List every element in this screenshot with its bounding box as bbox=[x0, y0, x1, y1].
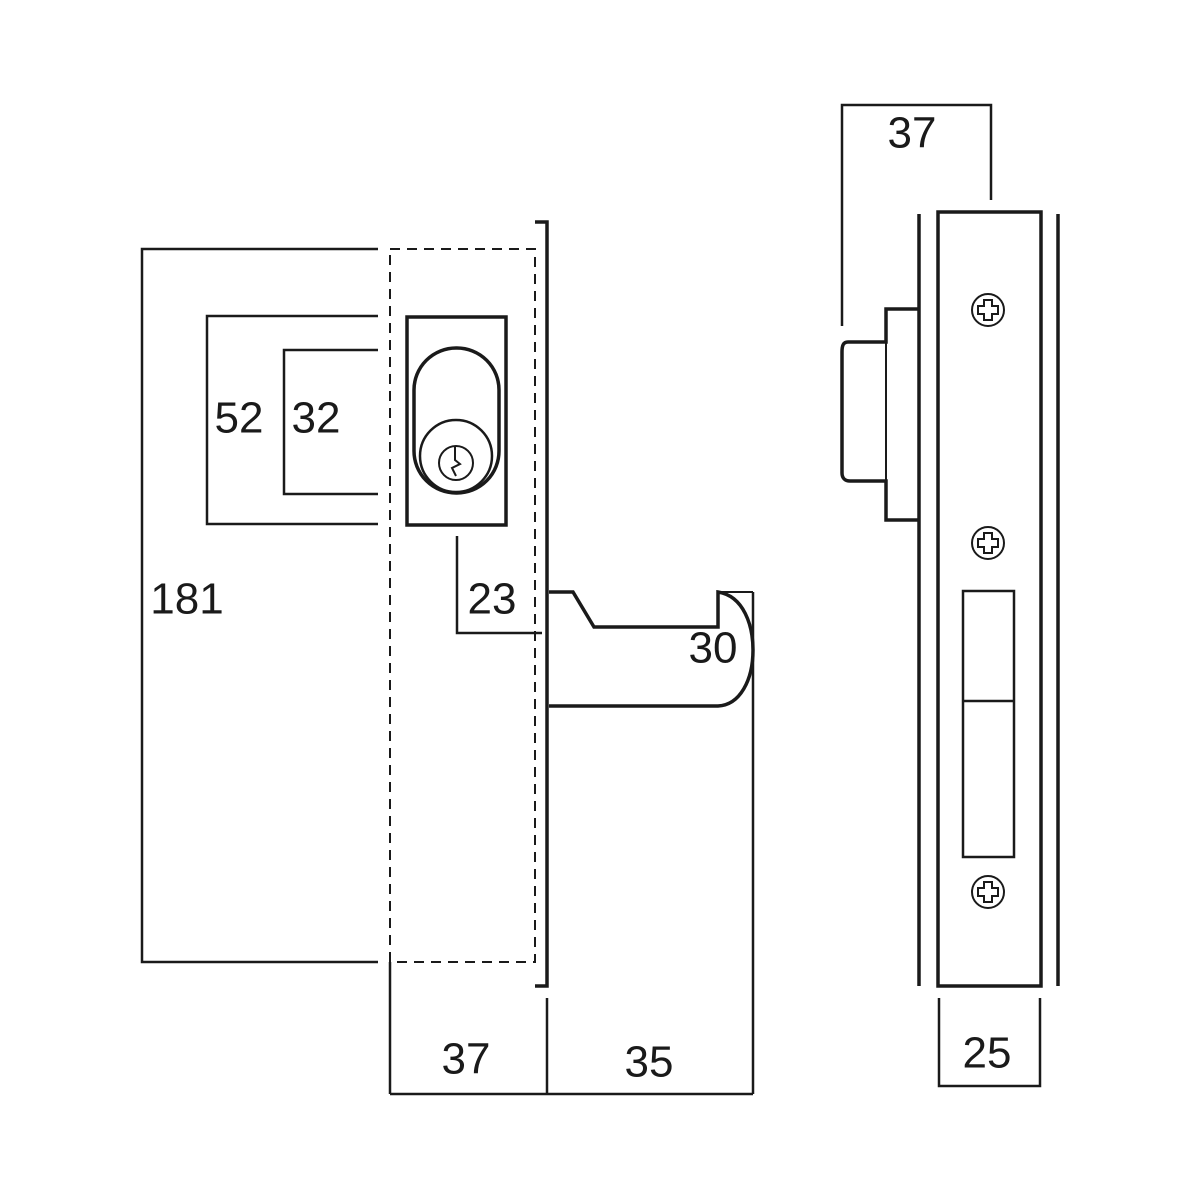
overall-height-label: 181 bbox=[150, 575, 223, 624]
keyway-icon bbox=[450, 446, 462, 477]
screw-top-icon bbox=[971, 293, 1005, 327]
handle-projection-label: 35 bbox=[625, 1038, 674, 1087]
overall-height-bracket bbox=[140, 247, 378, 964]
escutcheon-height-bracket bbox=[205, 314, 378, 526]
faceplate-width-bracket bbox=[937, 998, 1042, 1088]
lock-body-outline bbox=[389, 248, 536, 963]
escutcheon-side-profile bbox=[840, 307, 918, 522]
side-depth-bracket bbox=[840, 103, 993, 326]
escutcheon-plate bbox=[405, 315, 508, 527]
side-view: 37 25 bbox=[840, 103, 1060, 1088]
side-depth-label: 37 bbox=[888, 109, 937, 158]
handle-diameter-label: 30 bbox=[689, 624, 738, 673]
screw-middle-icon bbox=[971, 526, 1005, 560]
faceplate bbox=[535, 220, 549, 988]
cylinder-height-bracket bbox=[282, 348, 378, 496]
backset-label: 37 bbox=[442, 1035, 491, 1084]
front-view: 181 52 32 23 30 37 35 bbox=[140, 220, 755, 1096]
cylinder-offset-leader bbox=[455, 536, 542, 635]
faceplate-front bbox=[936, 210, 1043, 988]
cylinder-offset-label: 23 bbox=[468, 575, 517, 624]
latch-opening bbox=[961, 589, 1016, 859]
escutcheon-height-label: 52 bbox=[215, 394, 264, 443]
faceplate-width-label: 25 bbox=[963, 1029, 1012, 1078]
cylinder-height-label: 32 bbox=[292, 394, 341, 443]
cylinder-ring bbox=[418, 418, 494, 494]
screw-bottom-icon bbox=[971, 875, 1005, 909]
